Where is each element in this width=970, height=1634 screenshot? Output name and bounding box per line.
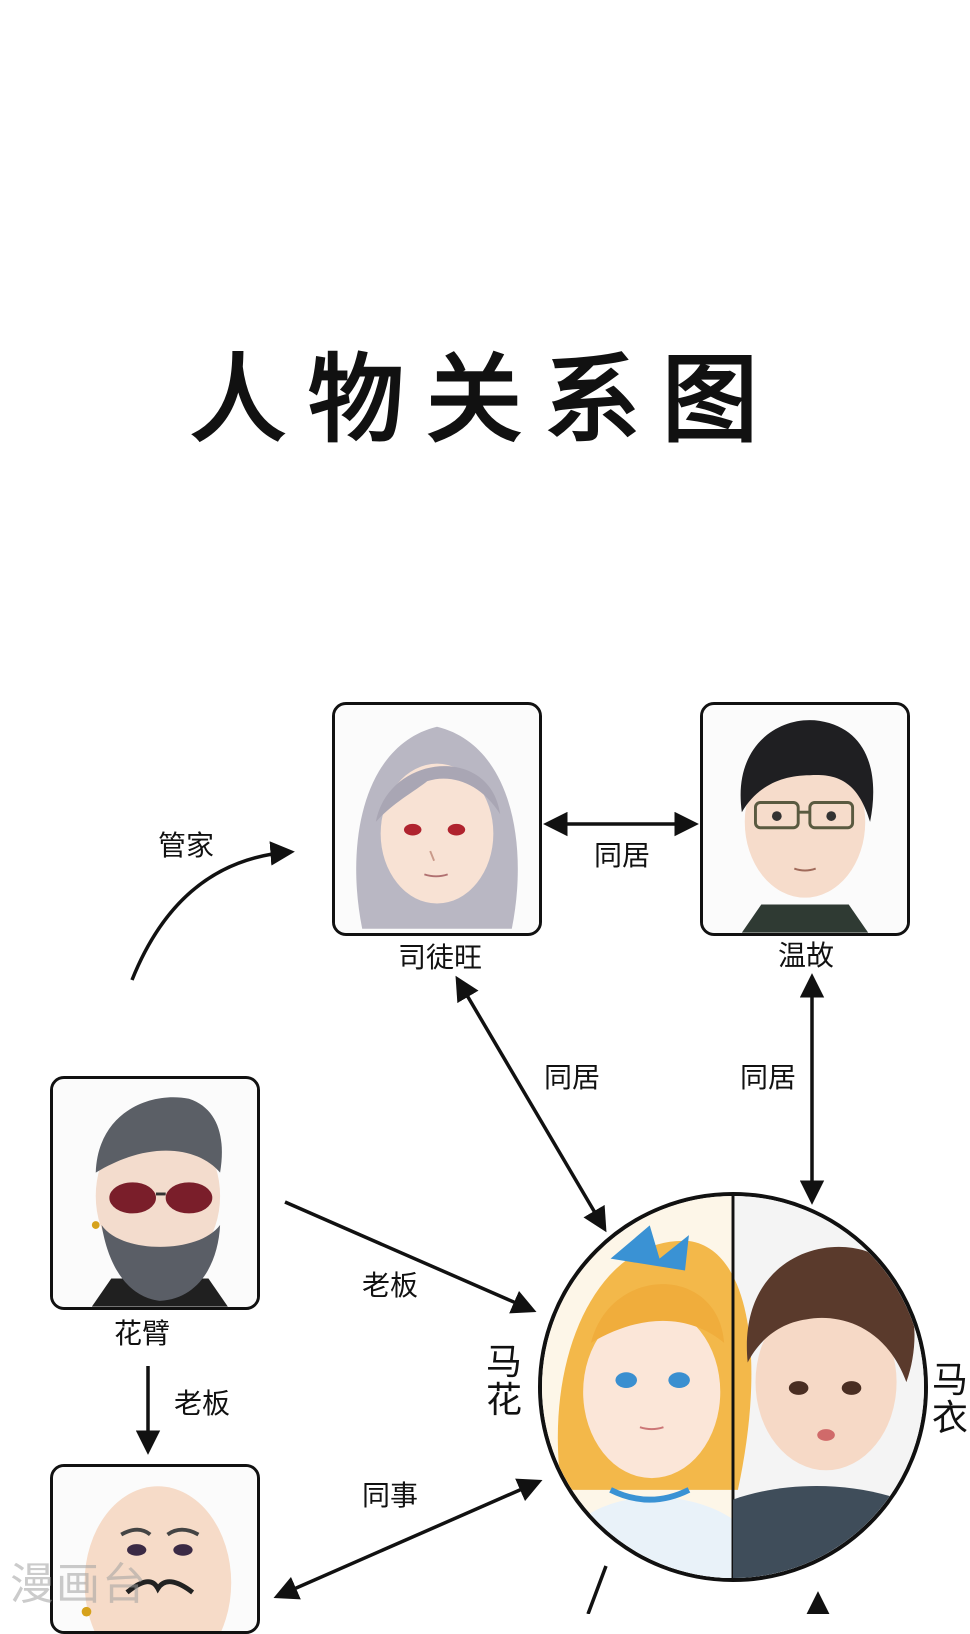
portrait-circle-ma-hua-ma-yi [538, 1192, 928, 1582]
label-ma-yi: 马衣 [931, 1360, 968, 1439]
label-wen-gu: 温故 [778, 939, 835, 972]
sunglasses-beard-face-icon [53, 1079, 257, 1307]
arrow-bottom-left [586, 1565, 608, 1614]
portrait-situ-wang [332, 702, 542, 936]
portrait-wen-gu [700, 702, 910, 936]
relation-guanjia: 管家 [158, 829, 215, 862]
label-hua-bi: 花臂 [114, 1317, 171, 1350]
split-portrait-icon [542, 1196, 924, 1578]
diagram-title: 人物关系图 [190, 344, 780, 456]
relation-tongju-right: 同居 [740, 1061, 797, 1094]
arrow-guanjia [130, 841, 295, 981]
relation-laoban-down: 老板 [174, 1387, 231, 1420]
relation-laoban-diag: 老板 [362, 1269, 419, 1302]
relation-tongju-left: 同居 [544, 1061, 601, 1094]
relation-tongshi: 同事 [362, 1479, 419, 1512]
portrait-hua-bi [50, 1076, 260, 1310]
label-ma-hua: 马花 [485, 1342, 522, 1421]
label-situ-wang: 司徒旺 [398, 941, 483, 974]
glasses-face-icon [703, 705, 907, 933]
relation-tongju-top: 同居 [594, 839, 651, 872]
silver-hair-face-icon [335, 705, 539, 933]
watermark: 漫画台 [10, 1559, 148, 1610]
arrow-situ-circle [455, 975, 607, 1233]
portrait-bald-man [50, 1464, 260, 1634]
bald-mustache-face-icon [53, 1467, 257, 1631]
